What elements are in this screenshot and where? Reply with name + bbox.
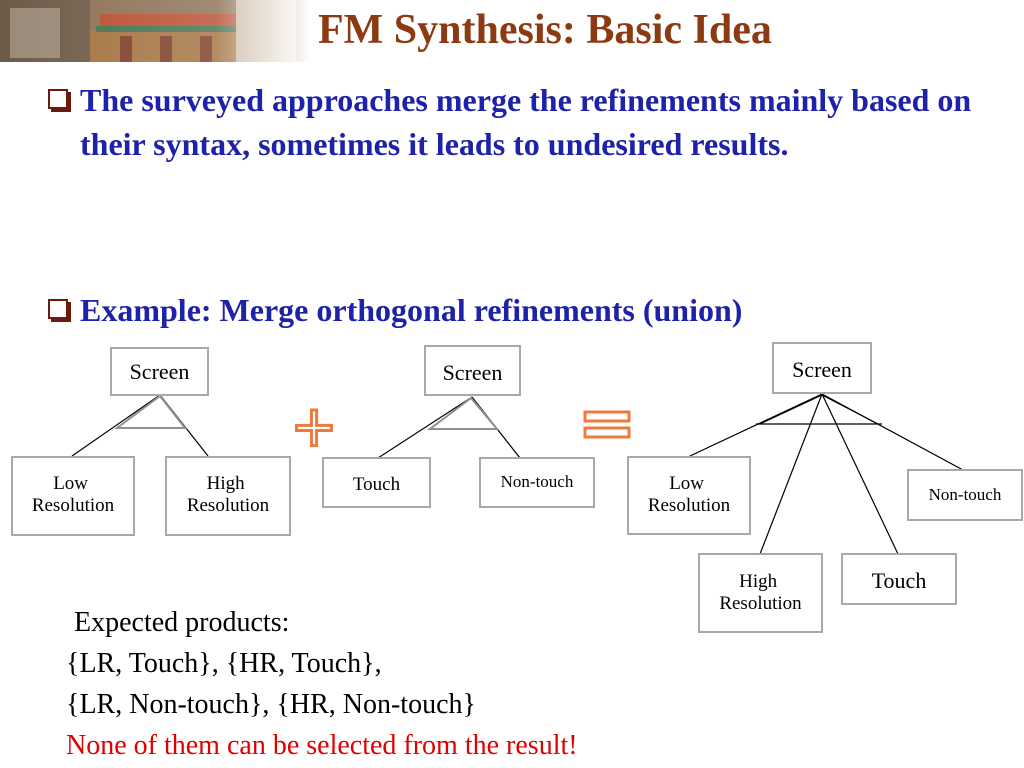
equals-bar-bottom <box>583 426 631 439</box>
left-high-resolution-node: High Resolution <box>165 456 291 536</box>
left-feature-model: Screen Low Resolution High Resolution <box>11 347 291 536</box>
middle-feature-model: Screen Touch Non-touch <box>322 345 595 508</box>
touch-label: Touch <box>353 474 401 495</box>
bullet-2-text: Example: Merge orthogonal refinements (u… <box>80 292 743 328</box>
high-label: High <box>207 473 246 494</box>
plus-operator: + <box>291 387 336 470</box>
expected-products: Expected products: {LR, Touch}, {HR, Tou… <box>66 602 766 766</box>
left-low-resolution-node: Low Resolution <box>11 456 135 536</box>
svg-text:Low Resolution: Low Resolution <box>648 473 731 516</box>
expected-line-1: {LR, Touch}, {HR, Touch}, <box>66 648 382 679</box>
right-touch-node: Touch <box>841 553 957 605</box>
non-touch-label: Non-touch <box>929 485 1002 504</box>
resolution-label: Resolution <box>187 495 270 516</box>
edge <box>71 394 161 457</box>
slide-title: FM Synthesis: Basic Idea <box>318 7 772 53</box>
middle-non-touch-node: Non-touch <box>479 457 595 508</box>
warning-text: None of them can be selected from the re… <box>66 730 578 761</box>
bullet-1: The surveyed approaches merge the refine… <box>48 78 998 166</box>
checkbox-bullet-icon <box>48 299 68 319</box>
touch-label: Touch <box>872 568 927 593</box>
right-non-touch-node: Non-touch <box>907 469 1023 521</box>
checkbox-bullet-icon <box>48 89 68 109</box>
resolution-label: Resolution <box>648 495 731 516</box>
right-high-resolution-node: High Resolution <box>698 553 823 633</box>
equals-bar-top <box>583 410 631 423</box>
edge <box>821 393 899 555</box>
edge <box>759 393 823 555</box>
middle-screen-label: Screen <box>443 360 503 385</box>
bullet-2: Example: Merge orthogonal refinements (u… <box>48 288 998 332</box>
edge <box>689 393 823 457</box>
left-screen-label: Screen <box>130 359 190 384</box>
svg-text:High Resolution: High Resolution <box>187 473 270 516</box>
header-photo <box>0 0 310 62</box>
low-label: Low <box>53 473 88 494</box>
left-screen-node: Screen <box>110 347 209 396</box>
right-screen-node: Screen <box>772 342 872 394</box>
right-low-resolution-node: Low Resolution <box>627 456 751 535</box>
equals-operator <box>583 410 631 439</box>
low-label: Low <box>669 473 704 494</box>
high-label: High <box>739 571 778 592</box>
middle-screen-node: Screen <box>424 345 521 396</box>
or-group-triangle <box>113 394 188 429</box>
plus-symbol: + <box>293 388 335 468</box>
expected-line-2: {LR, Non-touch}, {HR, Non-touch} <box>66 689 476 720</box>
svg-text:Low Resolution: Low Resolution <box>32 473 115 516</box>
right-feature-model: Screen Low Resolution Non-touch High Res… <box>627 342 1023 633</box>
middle-touch-node: Touch <box>322 457 431 508</box>
bullet-1-text: The surveyed approaches merge the refine… <box>80 82 972 162</box>
edge <box>377 396 473 459</box>
svg-text:High Resolution: High Resolution <box>719 571 802 614</box>
resolution-label: Resolution <box>32 495 115 516</box>
resolution-label: Resolution <box>719 593 802 614</box>
right-screen-label: Screen <box>792 357 852 382</box>
or-group-triangle <box>427 396 500 430</box>
non-touch-label: Non-touch <box>501 472 574 491</box>
or-group-triangle <box>759 394 879 425</box>
expected-heading: Expected products: <box>74 607 290 638</box>
